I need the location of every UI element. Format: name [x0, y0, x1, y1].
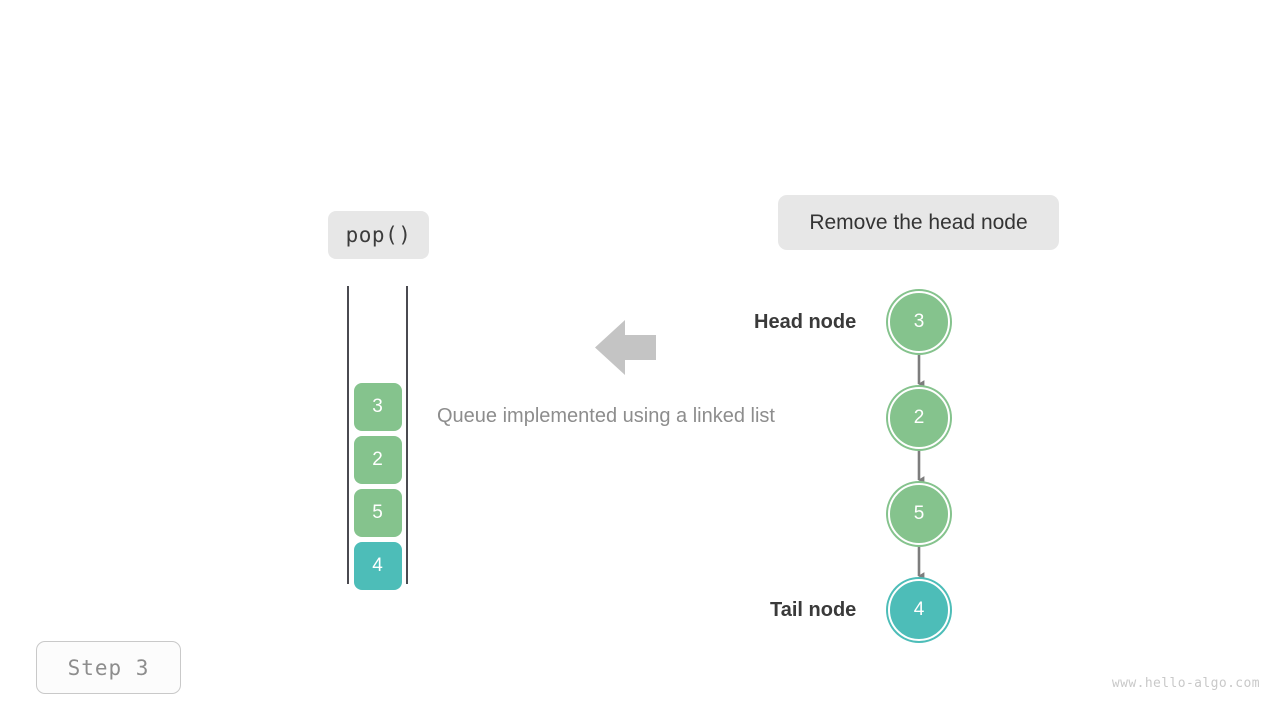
queue-cell-list: 3 2 5 4	[331, 383, 424, 590]
linked-list-node: 5	[888, 483, 950, 545]
queue-rail-right	[406, 286, 408, 584]
linked-list-node-value: 3	[913, 311, 925, 332]
queue-cell: 2	[353, 436, 402, 484]
watermark: www.hello-algo.com	[1111, 676, 1260, 691]
operation-badge: pop()	[328, 211, 429, 259]
linked-list-node: 3	[888, 291, 950, 353]
diagram-caption: Queue implemented using a linked list	[437, 405, 775, 427]
left-arrow-icon	[595, 320, 656, 375]
queue-cell-value: 3	[372, 396, 383, 417]
queue-cell-value: 5	[372, 502, 383, 523]
queue-cell-value: 2	[372, 449, 383, 470]
tail-node-label: Tail node	[770, 599, 857, 621]
linked-list-node: 4	[888, 579, 950, 641]
linked-list-container: 3 2 5 4	[888, 291, 951, 641]
step-badge: Step 3	[36, 641, 181, 694]
head-node-label: Head node	[754, 311, 857, 333]
linked-list-node-value: 2	[913, 407, 925, 428]
queue-cell-value: 4	[372, 555, 383, 576]
queue-cell: 4	[353, 542, 402, 590]
linked-list-node-value: 4	[913, 599, 925, 620]
queue-container: 3 2 5 4	[347, 286, 408, 590]
linked-list-connectors	[917, 353, 925, 580]
queue-rail-left	[347, 286, 349, 584]
queue-cell: 5	[353, 489, 402, 537]
queue-cell: 3	[353, 383, 402, 431]
linked-list-node: 2	[888, 387, 950, 449]
linked-list-node-value: 5	[913, 503, 925, 524]
action-note: Remove the head node	[778, 195, 1059, 250]
